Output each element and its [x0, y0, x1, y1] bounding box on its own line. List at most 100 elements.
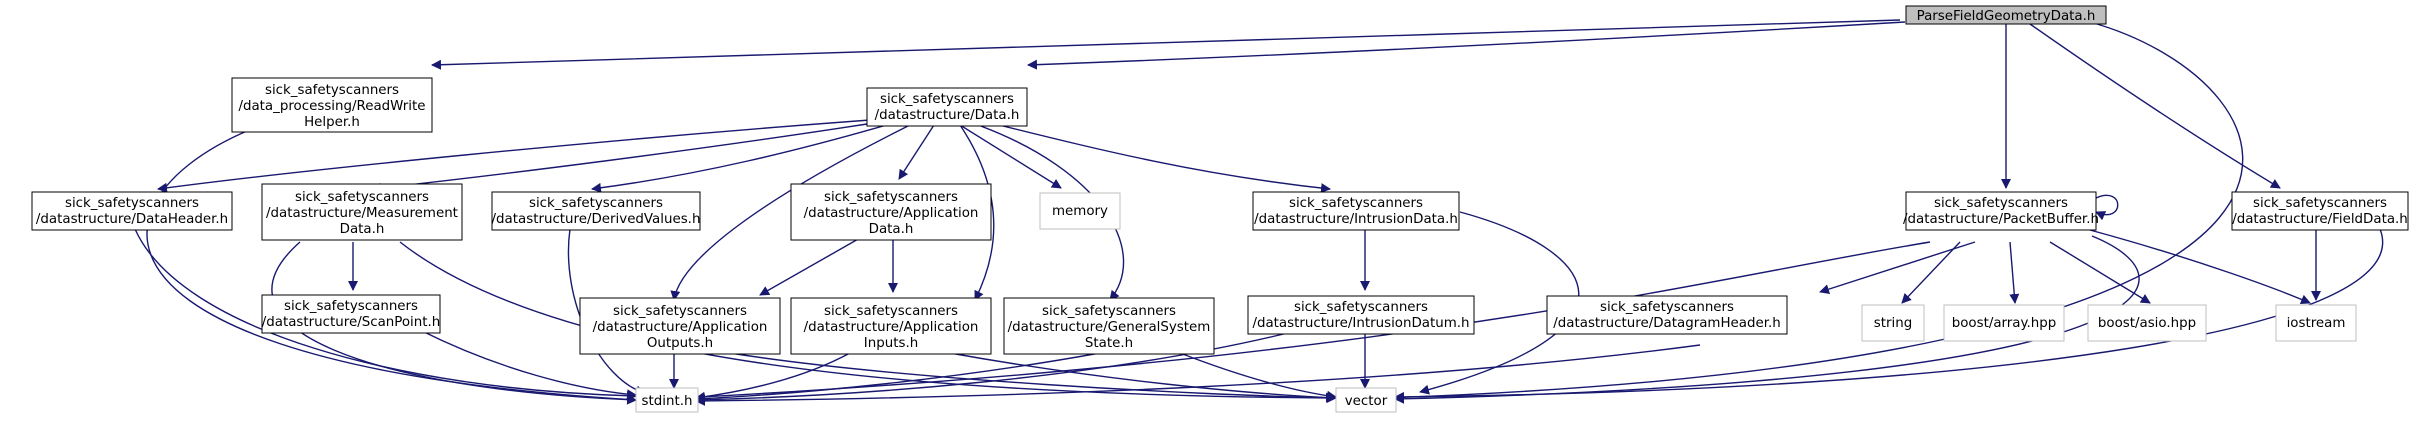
node-label-line-2: /datastructure/PacketBuffer.h: [1903, 212, 2099, 227]
edge-generalsystem-stdint: [695, 352, 1101, 404]
node-iostream[interactable]: iostream: [2275, 304, 2357, 342]
node-fielddata[interactable]: sick_safetyscanners /datastructure/Field…: [2231, 191, 2409, 231]
node-label-line-3: Data.h: [340, 222, 385, 237]
node-label: boost/array.hpp: [1952, 316, 2057, 331]
edge-packetbuffer-iostream: [2089, 229, 2311, 305]
node-label-line-3: Inputs.h: [864, 336, 918, 351]
node-label-line-1: sick_safetyscanners: [824, 190, 958, 205]
node-packetbuffer[interactable]: sick_safetyscanners /datastructure/Packe…: [1903, 191, 2099, 231]
edge-data-appinputs: [959, 124, 995, 301]
node-dataheader[interactable]: sick_safetyscanners /datastructure/DataH…: [31, 191, 233, 231]
edge-root-fielddata: [2029, 23, 2281, 189]
node-label-line-2: /datastructure/Application: [804, 320, 979, 335]
node-label-line-3: State.h: [1085, 336, 1133, 351]
node-label-line-1: sick_safetyscanners: [65, 196, 199, 211]
edge-packetbuffer-vector: [1394, 235, 2140, 404]
edge-packetbuffer-string: [1901, 241, 1961, 304]
dependency-edges: [134, 19, 2384, 406]
node-label-line-1: sick_safetyscanners: [295, 190, 429, 205]
node-label-line-1: sick_safetyscanners: [1600, 300, 1734, 315]
edge-data-appdata: [898, 124, 935, 180]
edge-packetbuffer-boostasio: [2049, 241, 2151, 304]
node-applicationinputs[interactable]: sick_safetyscanners /datastructure/Appli…: [790, 297, 992, 355]
node-stdint[interactable]: stdint.h: [635, 387, 699, 413]
node-string[interactable]: string: [1861, 304, 1925, 342]
edge-data-derived: [591, 123, 891, 193]
node-readwritehelper[interactable]: sick_safetyscanners /data_processing/Rea…: [231, 77, 433, 133]
node-label-line-2: /datastructure/DatagramHeader.h: [1553, 316, 1780, 331]
node-label: stdint.h: [642, 394, 693, 409]
node-label-line-2: /datastructure/ScanPoint.h: [262, 315, 441, 330]
node-data[interactable]: sick_safetyscanners /datastructure/Data.…: [866, 87, 1028, 127]
node-label-line-1: sick_safetyscanners: [1294, 300, 1428, 315]
node-label-line-1: sick_safetyscanners: [529, 196, 663, 211]
node-label-line-2: /datastructure/Data.h: [875, 108, 1020, 123]
node-label-line-2: /datastructure/DataHeader.h: [36, 212, 228, 227]
node-label-line-2: /data_processing/ReadWrite: [238, 99, 425, 114]
node-generalsystemstate[interactable]: sick_safetyscanners /datastructure/Gener…: [1003, 297, 1215, 355]
edge-data-intrusiondata: [994, 123, 1331, 194]
edge-data-dataheader: [157, 119, 871, 193]
node-boost-array[interactable]: boost/array.hpp: [1943, 304, 2065, 342]
edge-intrusiondata-vector: [1419, 211, 1580, 395]
node-label-line-2: /datastructure/Measurement: [266, 206, 458, 221]
file-nodes: ParseFieldGeometryData.h sick_safetyscan…: [31, 5, 2409, 413]
node-intrusiondatum[interactable]: sick_safetyscanners /datastructure/Intru…: [1247, 295, 1475, 335]
edge-readwrite-stdint: [146, 105, 637, 405]
node-label-line-1: sick_safetyscanners: [613, 304, 747, 319]
node-scanpoint[interactable]: sick_safetyscanners /datastructure/ScanP…: [261, 294, 441, 334]
edge-data-memory: [959, 124, 1062, 189]
edge-data-appoutputs: [670, 124, 911, 301]
node-label-line-3: Data.h: [869, 222, 914, 237]
edge-measurement-vector: [399, 241, 1337, 403]
node-label-line-3: Outputs.h: [647, 336, 713, 351]
node-applicationdata[interactable]: sick_safetyscanners /datastructure/Appli…: [790, 183, 992, 241]
node-applicationoutputs[interactable]: sick_safetyscanners /datastructure/Appli…: [579, 297, 781, 355]
edge-root-vector: [1384, 21, 2244, 403]
edge-measurement-stdint: [271, 241, 637, 405]
node-label-line-3: Helper.h: [304, 115, 360, 130]
node-label: ParseFieldGeometryData.h: [1917, 9, 2096, 24]
node-label: boost/asio.hpp: [2098, 316, 2196, 331]
edge-root-readwrite: [431, 19, 1901, 70]
node-label-line-1: sick_safetyscanners: [1042, 304, 1176, 319]
node-label-line-2: /datastructure/FieldData.h: [2232, 212, 2408, 227]
node-label-line-2: /datastructure/IntrusionDatum.h: [1252, 316, 1469, 331]
edge-appdata-appoutputs: [759, 237, 861, 296]
edge-root-data: [1027, 21, 1906, 70]
edge-packetbuffer-self: [2095, 194, 2119, 221]
node-intrusiondata[interactable]: sick_safetyscanners /datastructure/Intru…: [1252, 191, 1460, 231]
edge-appoutputs-vector: [729, 352, 1336, 403]
node-label: memory: [1052, 204, 1108, 219]
edge-scanpoint-stdint: [419, 329, 637, 400]
edge-packetbuffer-stdint: [681, 241, 1931, 403]
edge-appinputs-vector: [949, 352, 1336, 403]
node-label-line-2: /datastructure/Application: [804, 206, 979, 221]
node-measurementdata[interactable]: sick_safetyscanners /datastructure/Measu…: [261, 183, 463, 241]
edge-datagramheader-stdint: [695, 344, 1701, 406]
edge-packetbuffer-boostarray: [2009, 241, 2020, 304]
node-label-line-1: sick_safetyscanners: [880, 92, 1014, 107]
edge-fielddata-vector: [1394, 228, 2384, 402]
node-label-line-2: /datastructure/IntrusionData.h: [1254, 212, 1458, 227]
node-datagramheader[interactable]: sick_safetyscanners /datastructure/Datag…: [1546, 295, 1788, 335]
node-label-line-2: /datastructure/GeneralSystem: [1008, 320, 1211, 335]
node-label: vector: [1345, 394, 1388, 409]
edge-appinputs-stdint: [695, 352, 851, 402]
node-label-line-1: sick_safetyscanners: [1934, 196, 2068, 211]
node-memory[interactable]: memory: [1039, 192, 1121, 230]
node-parsefieldgeometrydata[interactable]: ParseFieldGeometryData.h: [1905, 5, 2107, 25]
edge-data-measurement: [371, 121, 881, 193]
node-label-line-2: /datastructure/DerivedValues.h: [492, 212, 701, 227]
edge-generalsystem-vector: [1179, 352, 1337, 401]
node-vector[interactable]: vector: [1335, 387, 1397, 413]
node-label-line-1: sick_safetyscanners: [2253, 196, 2387, 211]
node-label: iostream: [2287, 316, 2346, 331]
node-label-line-2: /datastructure/Application: [593, 320, 768, 335]
edge-dataheader-stdint: [134, 228, 637, 401]
node-derivedvalues[interactable]: sick_safetyscanners /datastructure/Deriv…: [491, 191, 701, 231]
node-boost-asio[interactable]: boost/asio.hpp: [2087, 304, 2207, 342]
node-label: string: [1874, 316, 1912, 331]
node-label-line-1: sick_safetyscanners: [824, 304, 958, 319]
